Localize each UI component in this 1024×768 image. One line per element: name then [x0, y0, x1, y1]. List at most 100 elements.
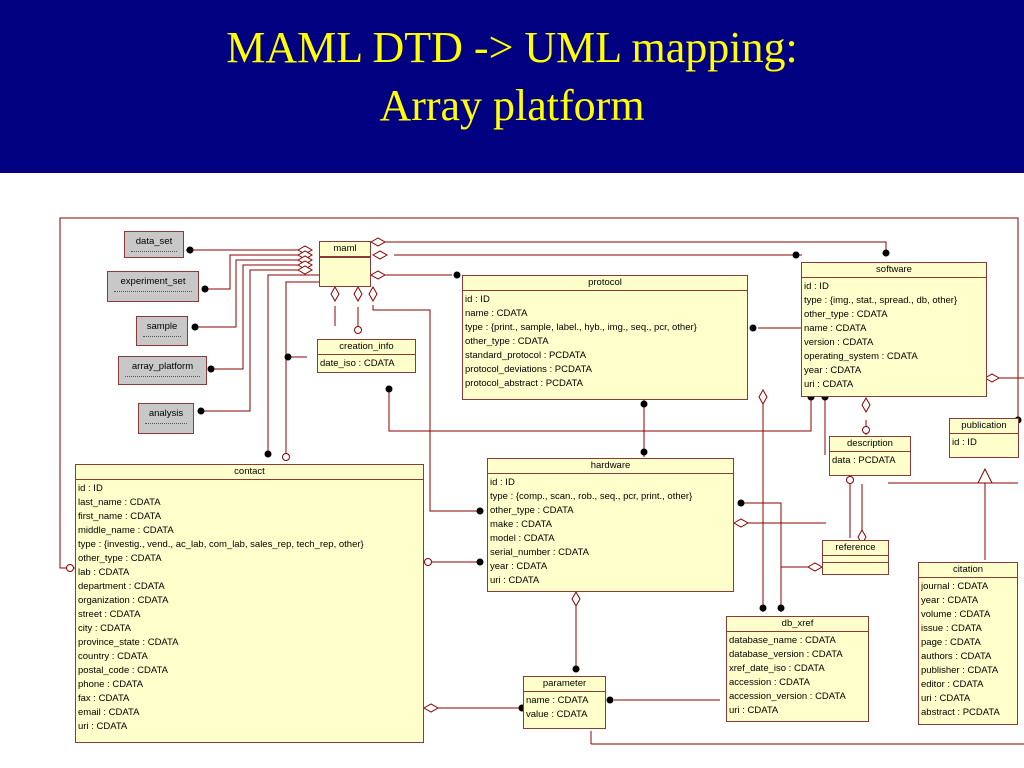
class-protocol: protocol id : ID name : CDATA type : {pr…: [462, 275, 748, 400]
class-attr: province_state : CDATA: [78, 637, 179, 648]
class-attr: country : CDATA: [78, 651, 148, 662]
class-attr: name : CDATA: [465, 308, 528, 319]
class-attr: id : ID: [490, 477, 515, 488]
class-attr: type : {comp., scan., rob., seq., pcr, p…: [490, 491, 693, 502]
class-attr: database_version : CDATA: [729, 649, 843, 660]
class-name: db_xref: [727, 617, 868, 632]
class-attr: uri : CDATA: [729, 705, 779, 716]
class-attr: last_name : CDATA: [78, 497, 161, 508]
title-line-1: MAML DTD -> UML mapping:: [226, 23, 798, 72]
class-name: contact: [76, 465, 423, 480]
class-attr: version : CDATA: [804, 337, 874, 348]
class-publication: publication id : ID: [949, 418, 1019, 458]
class-attr: type : {print., sample, label., hyb., im…: [465, 322, 697, 333]
class-attr: department : CDATA: [78, 581, 165, 592]
class-parameter: parameter name : CDATA value : CDATA: [523, 676, 606, 729]
class-name: software: [802, 263, 986, 278]
class-name: reference: [823, 541, 888, 556]
class-attr: first_name : CDATA: [78, 511, 162, 522]
class-attr: accession_version : CDATA: [729, 691, 846, 702]
class-attr: id : ID: [804, 281, 829, 292]
class-citation: citation journal : CDATA year : CDATA vo…: [918, 562, 1018, 725]
class-name: citation: [919, 563, 1017, 578]
class-attr: uri : CDATA: [804, 379, 854, 390]
class-attr: city : CDATA: [78, 623, 131, 634]
class-attr: standard_protocol : PCDATA: [465, 350, 587, 361]
class-attr: value : CDATA: [526, 709, 588, 720]
class-attr: make : CDATA: [490, 519, 552, 530]
class-attr: year : CDATA: [490, 561, 548, 572]
class-attr: year : CDATA: [921, 595, 979, 606]
class-attr: journal : CDATA: [921, 581, 989, 592]
stub-label: sample: [146, 321, 178, 332]
class-attr: data : PCDATA: [832, 455, 896, 466]
title-line-2: Array platform: [379, 81, 645, 130]
class-attr: email : CDATA: [78, 707, 140, 718]
class-attr: middle_name : CDATA: [78, 525, 174, 536]
class-reference: reference: [822, 540, 889, 575]
class-attr: accession : CDATA: [729, 677, 810, 688]
class-attr: uri : CDATA: [78, 721, 128, 732]
class-name: protocol: [463, 276, 747, 291]
class-attr: id : ID: [952, 437, 977, 448]
class-name: creation_info: [318, 340, 415, 355]
class-attr: date_iso : CDATA: [320, 358, 395, 369]
class-maml: maml: [319, 241, 371, 287]
class-name: maml: [320, 242, 370, 257]
stub-label: experiment_set: [120, 276, 186, 287]
class-attr: other_type : CDATA: [78, 553, 162, 564]
class-attr: id : ID: [78, 483, 103, 494]
class-description: description data : PCDATA: [829, 436, 911, 476]
class-name: parameter: [524, 677, 605, 692]
stub-data-set: data_set: [124, 231, 184, 258]
class-attr: abstract : PCDATA: [921, 707, 1000, 718]
class-creation-info: creation_info date_iso : CDATA: [317, 339, 416, 373]
stub-label: array_platform: [131, 361, 194, 372]
stub-array-platform: array_platform: [118, 356, 207, 385]
class-attr: name : CDATA: [526, 695, 589, 706]
stub-label: data_set: [135, 236, 173, 247]
class-attr: model : CDATA: [490, 533, 555, 544]
stub-sample: sample: [136, 316, 188, 346]
class-attr: postal_code : CDATA: [78, 665, 168, 676]
class-name: description: [830, 437, 910, 452]
class-attr: operating_system : CDATA: [804, 351, 918, 362]
class-attr: serial_number : CDATA: [490, 547, 589, 558]
class-attr: uri : CDATA: [921, 693, 971, 704]
class-attr: authors : CDATA: [921, 651, 992, 662]
stub-experiment-set: experiment_set: [107, 271, 199, 302]
class-attr: organization : CDATA: [78, 595, 169, 606]
class-attr: page : CDATA: [921, 637, 981, 648]
class-attr: name : CDATA: [804, 323, 867, 334]
class-hardware: hardware id : ID type : {comp., scan., r…: [487, 458, 734, 592]
class-attr: fax : CDATA: [78, 693, 130, 704]
title-banner: MAML DTD -> UML mapping: Array platform: [0, 0, 1024, 173]
class-attr: protocol_abstract : PCDATA: [465, 378, 583, 389]
class-name: hardware: [488, 459, 733, 474]
class-attr: lab : CDATA: [78, 567, 130, 578]
stub-analysis: analysis: [138, 403, 194, 434]
class-attr: type : {img., stat., spread., db, other}: [804, 295, 958, 306]
class-name: publication: [950, 419, 1018, 434]
class-db-xref: db_xref database_name : CDATA database_v…: [726, 616, 869, 722]
class-attr: publisher : CDATA: [921, 665, 999, 676]
class-attr: uri : CDATA: [490, 575, 540, 586]
class-attr: street : CDATA: [78, 609, 141, 620]
stub-label: analysis: [148, 408, 184, 419]
class-attr: editor : CDATA: [921, 679, 984, 690]
class-attr: phone : CDATA: [78, 679, 144, 690]
class-attr: database_name : CDATA: [729, 635, 836, 646]
class-attr: xref_date_iso : CDATA: [729, 663, 825, 674]
class-attr: issue : CDATA: [921, 623, 982, 634]
class-attr: year : CDATA: [804, 365, 862, 376]
class-attr: id : ID: [465, 294, 490, 305]
class-attr: volume : CDATA: [921, 609, 991, 620]
class-attr: other_type : CDATA: [490, 505, 574, 516]
class-contact: contact id : ID last_name : CDATA first_…: [75, 464, 424, 743]
class-software: software id : ID type : {img., stat., sp…: [801, 262, 987, 397]
class-attr: protocol_deviations : PCDATA: [465, 364, 592, 375]
class-attr: other_type : CDATA: [804, 309, 888, 320]
class-attr: other_type : CDATA: [465, 336, 549, 347]
class-attr: type : {investig., vend., ac_lab, com_la…: [78, 539, 364, 550]
